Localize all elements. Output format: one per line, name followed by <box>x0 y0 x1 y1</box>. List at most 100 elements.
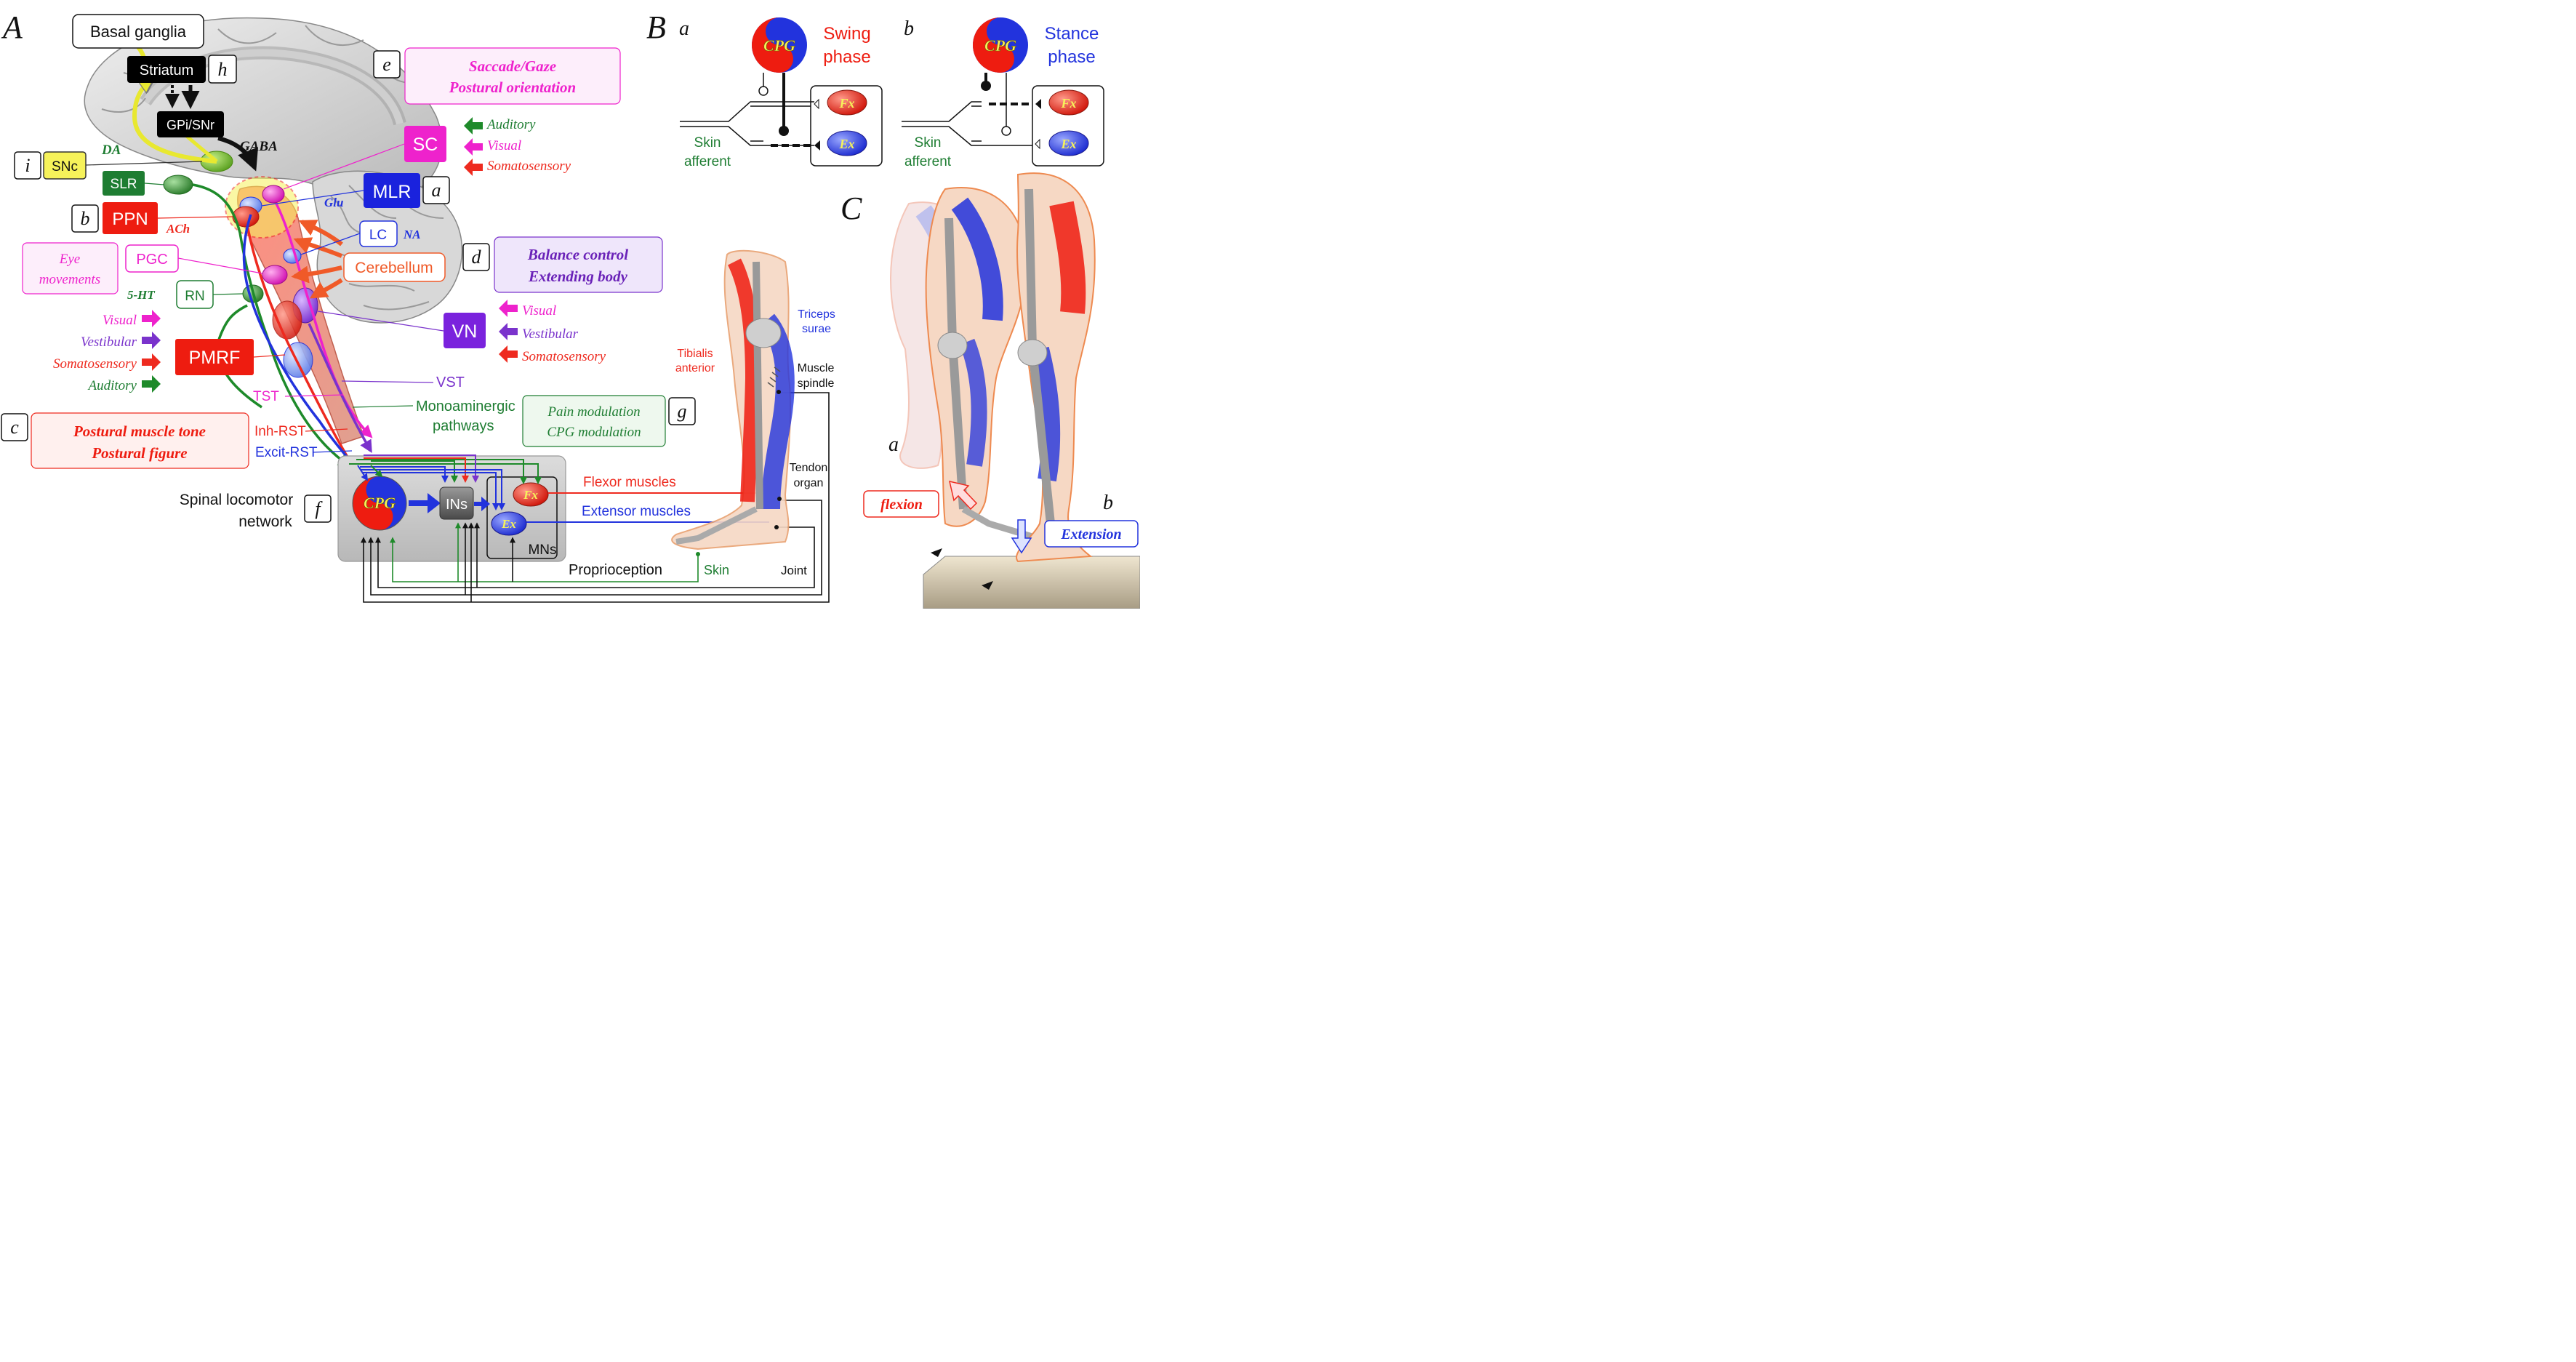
sc-input-somatosensory: Somatosensory <box>487 159 571 174</box>
sc-input-visual: Visual <box>487 138 521 153</box>
pmrf-input-vestibular: Vestibular <box>81 335 137 350</box>
mns-label: MNs <box>528 542 556 558</box>
box-d-line-2: Extending body <box>528 268 628 285</box>
pmrf-label: PMRF <box>189 348 241 368</box>
cerebellum-box <box>343 252 446 282</box>
gpi-snr-box <box>157 111 224 137</box>
ins-label: INs <box>446 497 468 513</box>
panel-c-letter: C <box>840 191 862 226</box>
box-d <box>494 236 663 293</box>
box-d-line-1: Balance control <box>527 246 628 263</box>
basal-ganglia-group: Basal ganglia Striatum h GPi/SNr GABA DA <box>72 14 278 158</box>
excit-rst-label: Excit-RST <box>255 445 318 460</box>
sc-input-auditory: Auditory <box>486 117 536 132</box>
swing-line-2: phase <box>823 47 870 67</box>
panel-b-stance: b CPG Stance phase Fx Ex Skin afferent <box>902 17 1104 169</box>
vn-label: VN <box>452 321 478 342</box>
tag-f-box <box>304 494 332 523</box>
panel-b-a-sub: a <box>679 17 689 40</box>
slr-label: SLR <box>111 177 137 192</box>
eye-movements-box <box>22 242 119 295</box>
vn-input-visual-arrow <box>499 300 518 317</box>
vn-input-somatosensory-arrow <box>499 345 518 363</box>
panel-c-sub-a: a <box>888 433 899 456</box>
panel-b-a-afferent-2: afferent <box>684 154 731 169</box>
cpg-label-spinal: CPG <box>364 494 396 512</box>
vst-label: VST <box>436 374 465 390</box>
extension-box <box>1044 520 1139 548</box>
panel-b-b-fx: Fx <box>1060 96 1076 111</box>
snc-label: SNc <box>52 159 78 175</box>
extension-label: Extension <box>1060 526 1121 542</box>
monoaminergic-line-1: Monoaminergic <box>416 398 515 414</box>
panel-c-sub-b: b <box>1103 492 1113 514</box>
ppn-label: PPN <box>112 209 148 229</box>
vn-input-vestibular: Vestibular <box>522 327 579 342</box>
tag-a: a <box>432 180 441 201</box>
ins-box <box>439 486 474 520</box>
spinal-network: Spinal locomotor network f CPG INs Fx Ex… <box>180 392 830 603</box>
extensor-muscles-label: Extensor muscles <box>582 504 691 519</box>
box-e-line-2: Postural orientation <box>449 79 576 96</box>
box-e-line-1: Saccade/Gaze <box>469 57 556 75</box>
swing-line-1: Swing <box>823 24 870 44</box>
ach-label: ACh <box>166 222 190 236</box>
tibialis-line-1: Tibialis <box>677 348 713 360</box>
sc-nucleus <box>262 185 285 204</box>
pgc-nucleus <box>262 265 288 285</box>
da-label: DA <box>101 143 121 158</box>
tag-g: g <box>678 401 687 422</box>
tag-e: e <box>382 54 391 75</box>
spindle-line-2: spindle <box>798 377 835 390</box>
monoaminergic-line-2: pathways <box>433 418 494 434</box>
tst-label: TST <box>253 389 279 404</box>
stance-line-2: phase <box>1048 47 1095 67</box>
lc-nucleus <box>283 248 302 264</box>
leg-illustration: Tibialis anterior Triceps surae Muscle s… <box>671 249 835 556</box>
mlr-box <box>364 173 420 208</box>
flexion-arrow <box>948 480 978 510</box>
eye-movements-line-1: Eye <box>59 252 80 267</box>
striatum-label: Striatum <box>140 63 193 79</box>
gaba-label: GABA <box>240 139 278 154</box>
fx-ellipse <box>513 482 549 507</box>
tag-f: f <box>315 498 323 519</box>
sc-input-somatosensory-arrow <box>464 159 483 176</box>
triceps-line-1: Triceps <box>798 308 835 321</box>
triceps-line-2: surae <box>802 323 831 335</box>
sc-box <box>404 126 446 162</box>
sc-input-visual-arrow <box>464 138 483 156</box>
vn-input-somatosensory: Somatosensory <box>522 349 606 364</box>
sc-input-auditory-arrow <box>464 117 483 135</box>
flexion-label: flexion <box>880 497 923 513</box>
panel-b-swing: a CPG Swing phase Fx Ex Skin afferent <box>679 17 883 169</box>
vn-box <box>444 313 486 348</box>
tag-i-box <box>14 151 41 180</box>
panel-b-b-ex: Ex <box>1060 137 1076 151</box>
slr-box <box>103 171 145 196</box>
tag-c-box <box>1 413 28 441</box>
panel-b-a-cpg: CPG <box>763 36 795 55</box>
tag-c: c <box>10 417 19 438</box>
slr-nucleus <box>163 175 193 195</box>
panel-b-b-sub: b <box>904 17 914 40</box>
flexion-box <box>863 490 939 518</box>
proprioception-label: Proprioception <box>569 562 662 578</box>
tendon-line-1: Tendon <box>790 462 828 474</box>
ex-label-spinal: Ex <box>501 517 516 531</box>
panel-b-a-ex: Ex <box>838 137 854 151</box>
spinal-network-line-2: network <box>238 513 292 530</box>
tendon-line-2: organ <box>794 477 824 489</box>
gpi-snr-label: GPi/SNr <box>166 118 214 132</box>
pmrf-input-somatosensory-arrow <box>142 353 161 371</box>
rn-label: RN <box>185 289 204 304</box>
panel-b-b-afferent-2: afferent <box>904 154 952 169</box>
box-e <box>404 47 621 105</box>
mlr-label: MLR <box>373 182 412 202</box>
stance-line-1: Stance <box>1045 24 1099 44</box>
box-c <box>31 412 249 469</box>
tag-i: i <box>25 155 30 176</box>
tag-d: d <box>472 247 482 268</box>
sc-label: SC <box>413 135 438 155</box>
cpg-circle-spinal <box>352 476 407 531</box>
